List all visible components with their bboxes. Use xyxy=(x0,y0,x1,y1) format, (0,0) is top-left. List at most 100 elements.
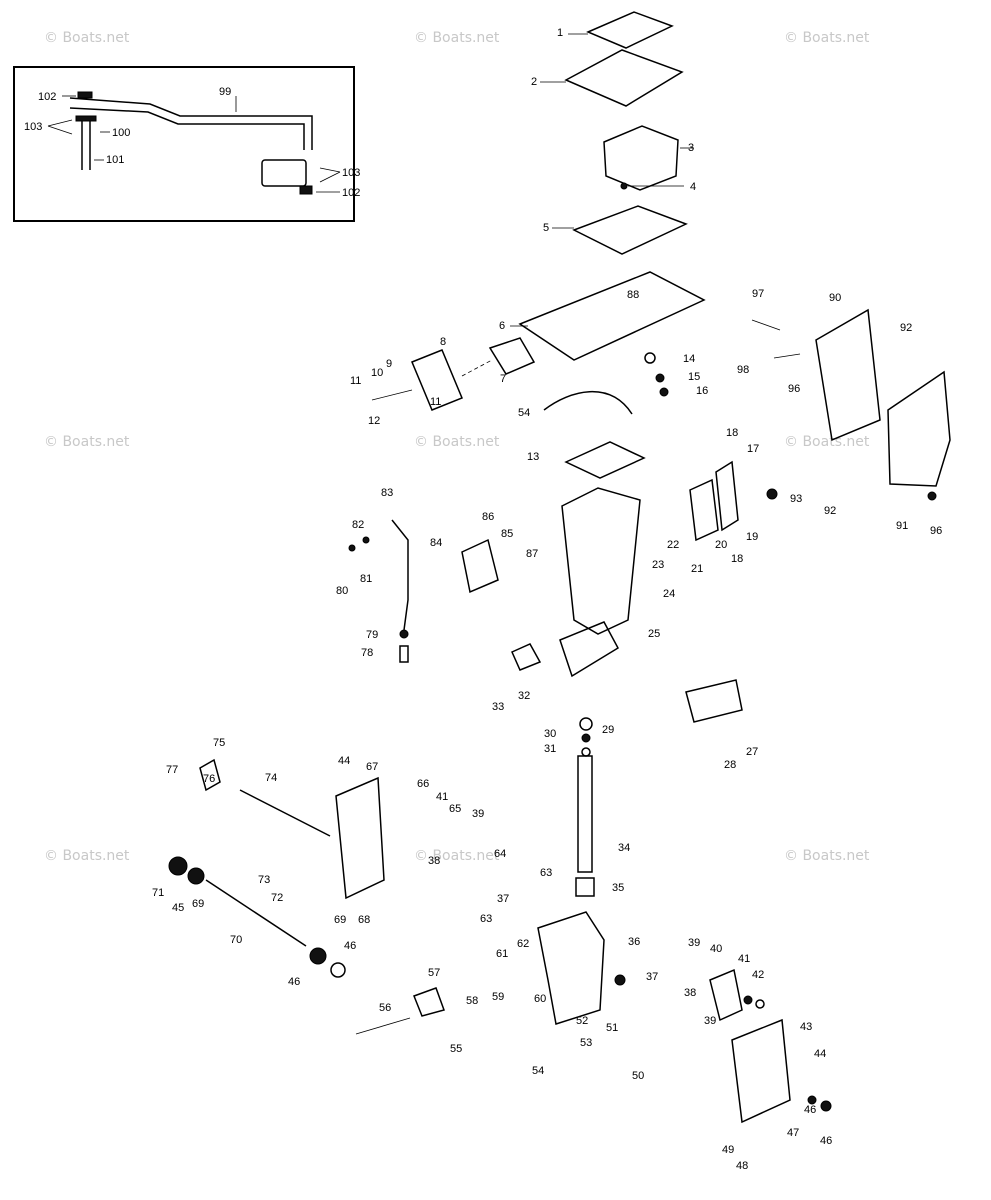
callout-label: 97 xyxy=(752,288,764,300)
callout-label: 52 xyxy=(576,1015,588,1027)
tiller-bracket xyxy=(261,159,307,187)
callout-label: 39 xyxy=(472,808,484,820)
callout-label: 53 xyxy=(580,1037,592,1049)
callout-label: 63 xyxy=(540,867,552,879)
plate-40 xyxy=(709,968,743,1022)
callout-label: 75 xyxy=(213,737,225,749)
swivel-shaft-group xyxy=(537,755,605,1025)
callout-label: 18 xyxy=(731,553,743,565)
callout-label: 64 xyxy=(494,848,506,860)
watermark-layer: © Boats.net © Boats.net © Boats.net © Bo… xyxy=(44,30,870,864)
clamp-27 xyxy=(685,679,743,723)
callout-label: 3 xyxy=(688,142,694,154)
callout-label: 54 xyxy=(532,1065,544,1077)
callout-label: 60 xyxy=(534,993,546,1005)
bushing-35 xyxy=(575,877,595,897)
callout-label: 93 xyxy=(790,493,802,505)
callout-label: 33 xyxy=(492,701,504,713)
callout-label: 21 xyxy=(691,563,703,575)
tube-70 xyxy=(205,879,307,947)
rubber-mount-7 xyxy=(488,337,536,375)
watermark: © Boats.net xyxy=(784,30,870,46)
callout-label: 66 xyxy=(417,778,429,790)
callout-label: 83 xyxy=(381,487,393,499)
callout-label: 6 xyxy=(499,320,505,332)
callout-label: 58 xyxy=(466,995,478,1007)
callout-label: 90 xyxy=(829,292,841,304)
callout-label: 72 xyxy=(271,892,283,904)
bracket-67 xyxy=(335,776,385,900)
callout-label: 61 xyxy=(496,948,508,960)
callout-label: 69 xyxy=(192,898,204,910)
callout-label: 48 xyxy=(736,1160,748,1172)
tiller-nut-top xyxy=(77,91,93,99)
callout-label: 85 xyxy=(501,528,513,540)
bracket-43 xyxy=(731,1018,791,1124)
callout-label: 11 xyxy=(350,375,361,387)
plate-21 xyxy=(689,478,719,542)
callout-label: 86 xyxy=(482,511,494,523)
callout-label: 46 xyxy=(344,940,356,952)
callout-label: 43 xyxy=(800,1021,812,1033)
rod-74 xyxy=(239,789,331,837)
callout-label: 88 xyxy=(627,289,639,301)
bracket-75 xyxy=(199,758,221,792)
callout-label: 13 xyxy=(527,451,539,463)
callout-label: 56 xyxy=(379,1002,391,1014)
housing-3 xyxy=(603,125,679,191)
callout-label: 78 xyxy=(361,647,373,659)
callout-label: 77 xyxy=(166,764,178,776)
callout-label: 92 xyxy=(900,322,912,334)
callout-label: 8 xyxy=(440,336,446,348)
tiller-washer xyxy=(75,115,97,122)
callout-label: 102 xyxy=(342,187,360,199)
callout-label: 10 xyxy=(371,367,383,379)
callout-label: 41 xyxy=(436,791,448,803)
callout-label: 49 xyxy=(722,1144,734,1156)
callout-label: 102 xyxy=(38,91,56,103)
callout-label: 65 xyxy=(449,803,461,815)
callout-label: 39 xyxy=(704,1015,716,1027)
callout-label: 5 xyxy=(543,222,549,234)
callout-label: 31 xyxy=(544,743,556,755)
callout-label: 32 xyxy=(518,690,530,702)
cowl-91 xyxy=(887,370,951,487)
callout-label: 38 xyxy=(428,855,440,867)
bracket-20 xyxy=(715,460,739,532)
callout-label: 36 xyxy=(628,936,640,948)
callout-label: 54 xyxy=(518,407,530,419)
cowl-90 xyxy=(815,308,881,442)
callout-label: 27 xyxy=(746,746,758,758)
housing-23 xyxy=(561,487,641,635)
watermark: © Boats.net xyxy=(44,848,130,864)
clamp-bracket-left xyxy=(199,758,385,947)
callout-label: 51 xyxy=(606,1022,618,1034)
callout-label: 87 xyxy=(526,548,538,560)
callout-label: 59 xyxy=(492,991,504,1003)
callout-label: 2 xyxy=(531,76,537,88)
callout-label: 4 xyxy=(690,181,696,193)
callout-label: 44 xyxy=(338,755,350,767)
callout-label: 96 xyxy=(788,383,800,395)
callout-label: 82 xyxy=(352,519,364,531)
callout-label: 68 xyxy=(358,914,370,926)
mount-bracket-cluster xyxy=(371,337,536,411)
callout-label: 30 xyxy=(544,728,556,740)
callout-label: 79 xyxy=(366,629,378,641)
callout-label: 71 xyxy=(152,887,164,899)
callout-label: 69 xyxy=(334,914,346,926)
bracket-8 xyxy=(411,349,463,411)
callout-label: 7 xyxy=(500,373,506,385)
callout-label: 91 xyxy=(896,520,908,532)
gasket-13 xyxy=(564,441,646,479)
callout-label: 99 xyxy=(219,86,231,98)
callout-label: 37 xyxy=(497,893,509,905)
watermark: © Boats.net xyxy=(414,848,500,864)
housing-base xyxy=(559,621,619,678)
callout-label: 46 xyxy=(288,976,300,988)
anode-32 xyxy=(511,643,542,671)
tiller-nut-bottom xyxy=(299,185,313,195)
callout-label: 42 xyxy=(752,969,764,981)
callout-label: 100 xyxy=(112,127,130,139)
